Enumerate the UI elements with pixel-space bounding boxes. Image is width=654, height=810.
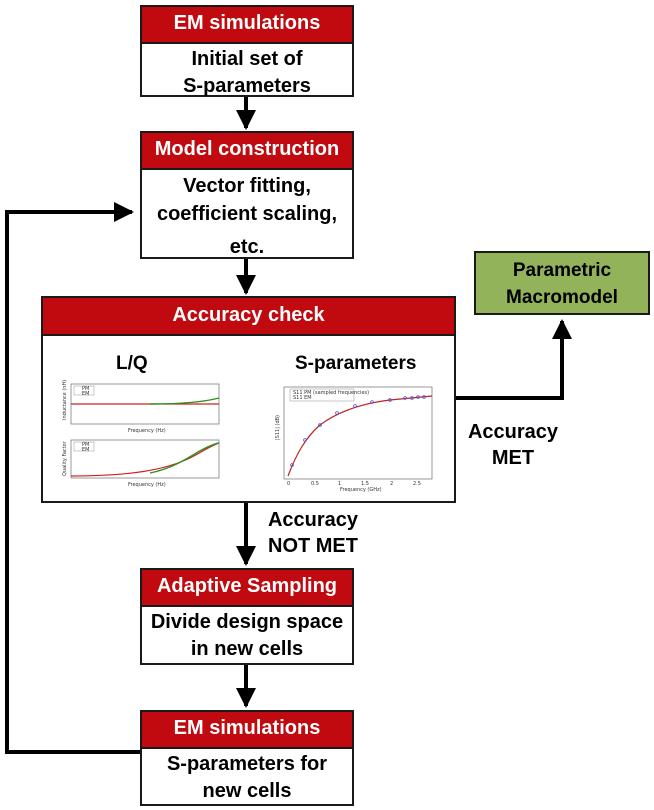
- model-line-2: coefficient scaling,: [156, 203, 338, 225]
- s-xtick-2: 1: [338, 481, 341, 487]
- quality-em-curve: [149, 442, 220, 474]
- s11-pm-markers: [290, 395, 426, 467]
- inductance-plot: PM EM Inductance (nH) Frequency (Hz): [62, 380, 220, 434]
- inductance-xlabel: Frequency (Hz): [128, 428, 166, 434]
- em-sim-line-2: S-parameters: [183, 75, 311, 97]
- s11-em-curve: [287, 395, 433, 477]
- adaptive-sampling-body: Divide design space in new cells: [142, 607, 352, 663]
- model-construction-body: Vector fitting, coefficient scaling, etc…: [142, 170, 352, 261]
- em-simulations-body: Initial set of S-parameters: [142, 44, 352, 100]
- s-parameters-panel-title: S-parameters: [295, 353, 417, 374]
- s-legend-pm: S11 PM (sampled frequencies): [293, 390, 369, 396]
- em-simulations-box: EM simulations Initial set of S-paramete…: [140, 5, 354, 97]
- met-line-2: MET: [491, 447, 535, 469]
- accuracy-check-title: Accuracy check: [43, 298, 454, 336]
- s-xtick-3: 1.5: [361, 481, 369, 487]
- arrow-accuracy-to-macromodel: [454, 319, 572, 400]
- macromodel-line-2: Macromodel: [506, 287, 618, 308]
- adaptive-line-2: in new cells: [190, 638, 304, 660]
- s-legend-em: S11 EM: [293, 395, 312, 401]
- em-sim-line-1: Initial set of: [191, 48, 303, 70]
- quality-ylabel: Quality Factor: [62, 440, 68, 476]
- accuracy-met-label: Accuracy MET: [458, 419, 568, 471]
- model-construction-box: Model construction Vector fitting, coeff…: [140, 131, 354, 259]
- not-met-line-1: Accuracy: [267, 509, 359, 531]
- lq-panel-title: L/Q: [116, 353, 148, 374]
- inductance-em-curve: [149, 397, 220, 405]
- arrow-feedback-loop: [5, 202, 140, 754]
- s-xtick-0: 0: [287, 481, 290, 487]
- em-new-line-1: S-parameters for: [166, 753, 328, 775]
- adaptive-sampling-box: Adaptive Sampling Divide design space in…: [140, 568, 354, 665]
- em-new-line-2: new cells: [202, 780, 292, 802]
- em-simulations-new-title: EM simulations: [142, 712, 352, 749]
- adaptive-sampling-title: Adaptive Sampling: [142, 570, 352, 607]
- macromodel-line-1: Parametric: [512, 260, 612, 281]
- em-simulations-new-cells-box: EM simulations S-parameters for new cell…: [140, 710, 354, 806]
- not-met-line-2: NOT MET: [268, 535, 358, 557]
- inductance-ylabel: Inductance (nH): [62, 380, 68, 420]
- model-line-1: Vector fitting,: [183, 175, 311, 197]
- met-line-1: Accuracy: [467, 421, 559, 443]
- quality-legend-pm: PM: [82, 442, 89, 448]
- em-simulations-new-body: S-parameters for new cells: [142, 749, 352, 805]
- quality-xlabel: Frequency (Hz): [128, 482, 166, 488]
- inductance-legend-pm: PM: [82, 386, 89, 392]
- quality-factor-plot: PM EM Quality Factor Frequency (Hz): [62, 439, 220, 488]
- adaptive-line-1: Divide design space: [150, 611, 344, 633]
- s-parameters-plot: S11 PM (sampled frequencies) S11 EM |S11…: [275, 386, 433, 493]
- parametric-macromodel-box: Parametric Macromodel: [474, 251, 650, 315]
- model-construction-title: Model construction: [142, 133, 352, 170]
- s-xlabel: Frequency (GHz): [340, 487, 382, 493]
- s-xtick-5: 2.5: [413, 481, 421, 487]
- s-xtick-1: 0.5: [311, 481, 319, 487]
- em-simulations-title: EM simulations: [142, 7, 352, 44]
- s-ylabel: |S11| (dB): [275, 415, 281, 440]
- model-line-3: etc.: [229, 236, 265, 258]
- quality-legend-em: EM: [82, 447, 89, 453]
- inductance-legend-em: EM: [82, 391, 89, 397]
- accuracy-not-met-label: Accuracy NOT MET: [258, 507, 368, 559]
- s-xtick-4: 2: [390, 481, 393, 487]
